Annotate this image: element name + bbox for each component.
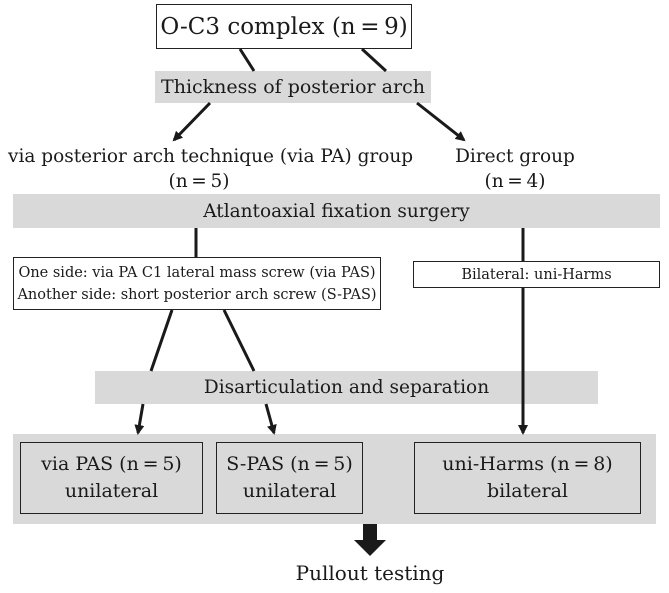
uni-harms-result-node: uni-Harms (n = 8) bilateral	[414, 442, 641, 514]
arrow-to-direct-group	[416, 101, 466, 142]
fixation-node: Atlantoaxial fixation surgery	[13, 194, 660, 228]
root-node-label: O-C3 complex (n = 9)	[160, 13, 408, 40]
edge-root-right	[360, 47, 388, 73]
uni-harms-result-line1: uni-Harms (n = 8)	[442, 453, 613, 475]
uni-harms-result-line2: bilateral	[486, 480, 568, 502]
edge-screws-right	[222, 309, 256, 372]
disarticulation-node: Disarticulation and separation	[95, 371, 598, 404]
bilateral-node-label: Bilateral: uni-Harms	[461, 266, 612, 283]
via-pas-result-line1: via PAS (n = 5)	[41, 453, 182, 475]
via-pas-result-line2: unilateral	[64, 480, 159, 502]
via-pa-group-line1: via posterior arch technique (via PA) gr…	[8, 146, 414, 167]
via-pa-screws-node: One side: via PA C1 lateral mass screw (…	[13, 257, 381, 310]
via-pa-screws-line1: One side: via PA C1 lateral mass screw (…	[18, 264, 376, 281]
via-pas-result-node: via PAS (n = 5) unilateral	[20, 442, 203, 514]
thickness-node-label: Thickness of posterior arch	[161, 76, 425, 98]
arrow-to-s-pas	[264, 403, 277, 435]
arrow-to-via-pas	[134, 403, 145, 435]
direct-group-line2: (n = 4)	[484, 171, 546, 192]
fixation-node-label: Atlantoaxial fixation surgery	[203, 200, 470, 222]
s-pas-result-line2: unilateral	[242, 480, 337, 502]
s-pas-result-node: S-PAS (n = 5) unilateral	[216, 442, 363, 514]
arrow-to-pullout	[354, 524, 386, 556]
s-pas-result-line1: S-PAS (n = 5)	[226, 453, 353, 475]
arrow-to-via-pa-group	[172, 101, 212, 142]
direct-group-line1: Direct group	[455, 146, 575, 167]
thickness-node: Thickness of posterior arch	[155, 71, 431, 103]
via-pa-screws-line2: Another side: short posterior arch screw…	[17, 286, 377, 303]
direct-group-node: Direct group (n = 4)	[440, 144, 590, 194]
via-pa-group-node: via posterior arch technique (via PA) gr…	[8, 144, 414, 194]
root-node: O-C3 complex (n = 9)	[156, 4, 412, 49]
pullout-node-label: Pullout testing	[295, 561, 445, 585]
via-pa-group-line2: (n = 5)	[168, 171, 230, 192]
edge-screws-left	[149, 309, 174, 372]
pullout-node: Pullout testing	[260, 561, 480, 585]
edge-root-left	[238, 48, 256, 72]
disarticulation-node-label: Disarticulation and separation	[203, 377, 490, 398]
bilateral-node: Bilateral: uni-Harms	[413, 261, 660, 288]
